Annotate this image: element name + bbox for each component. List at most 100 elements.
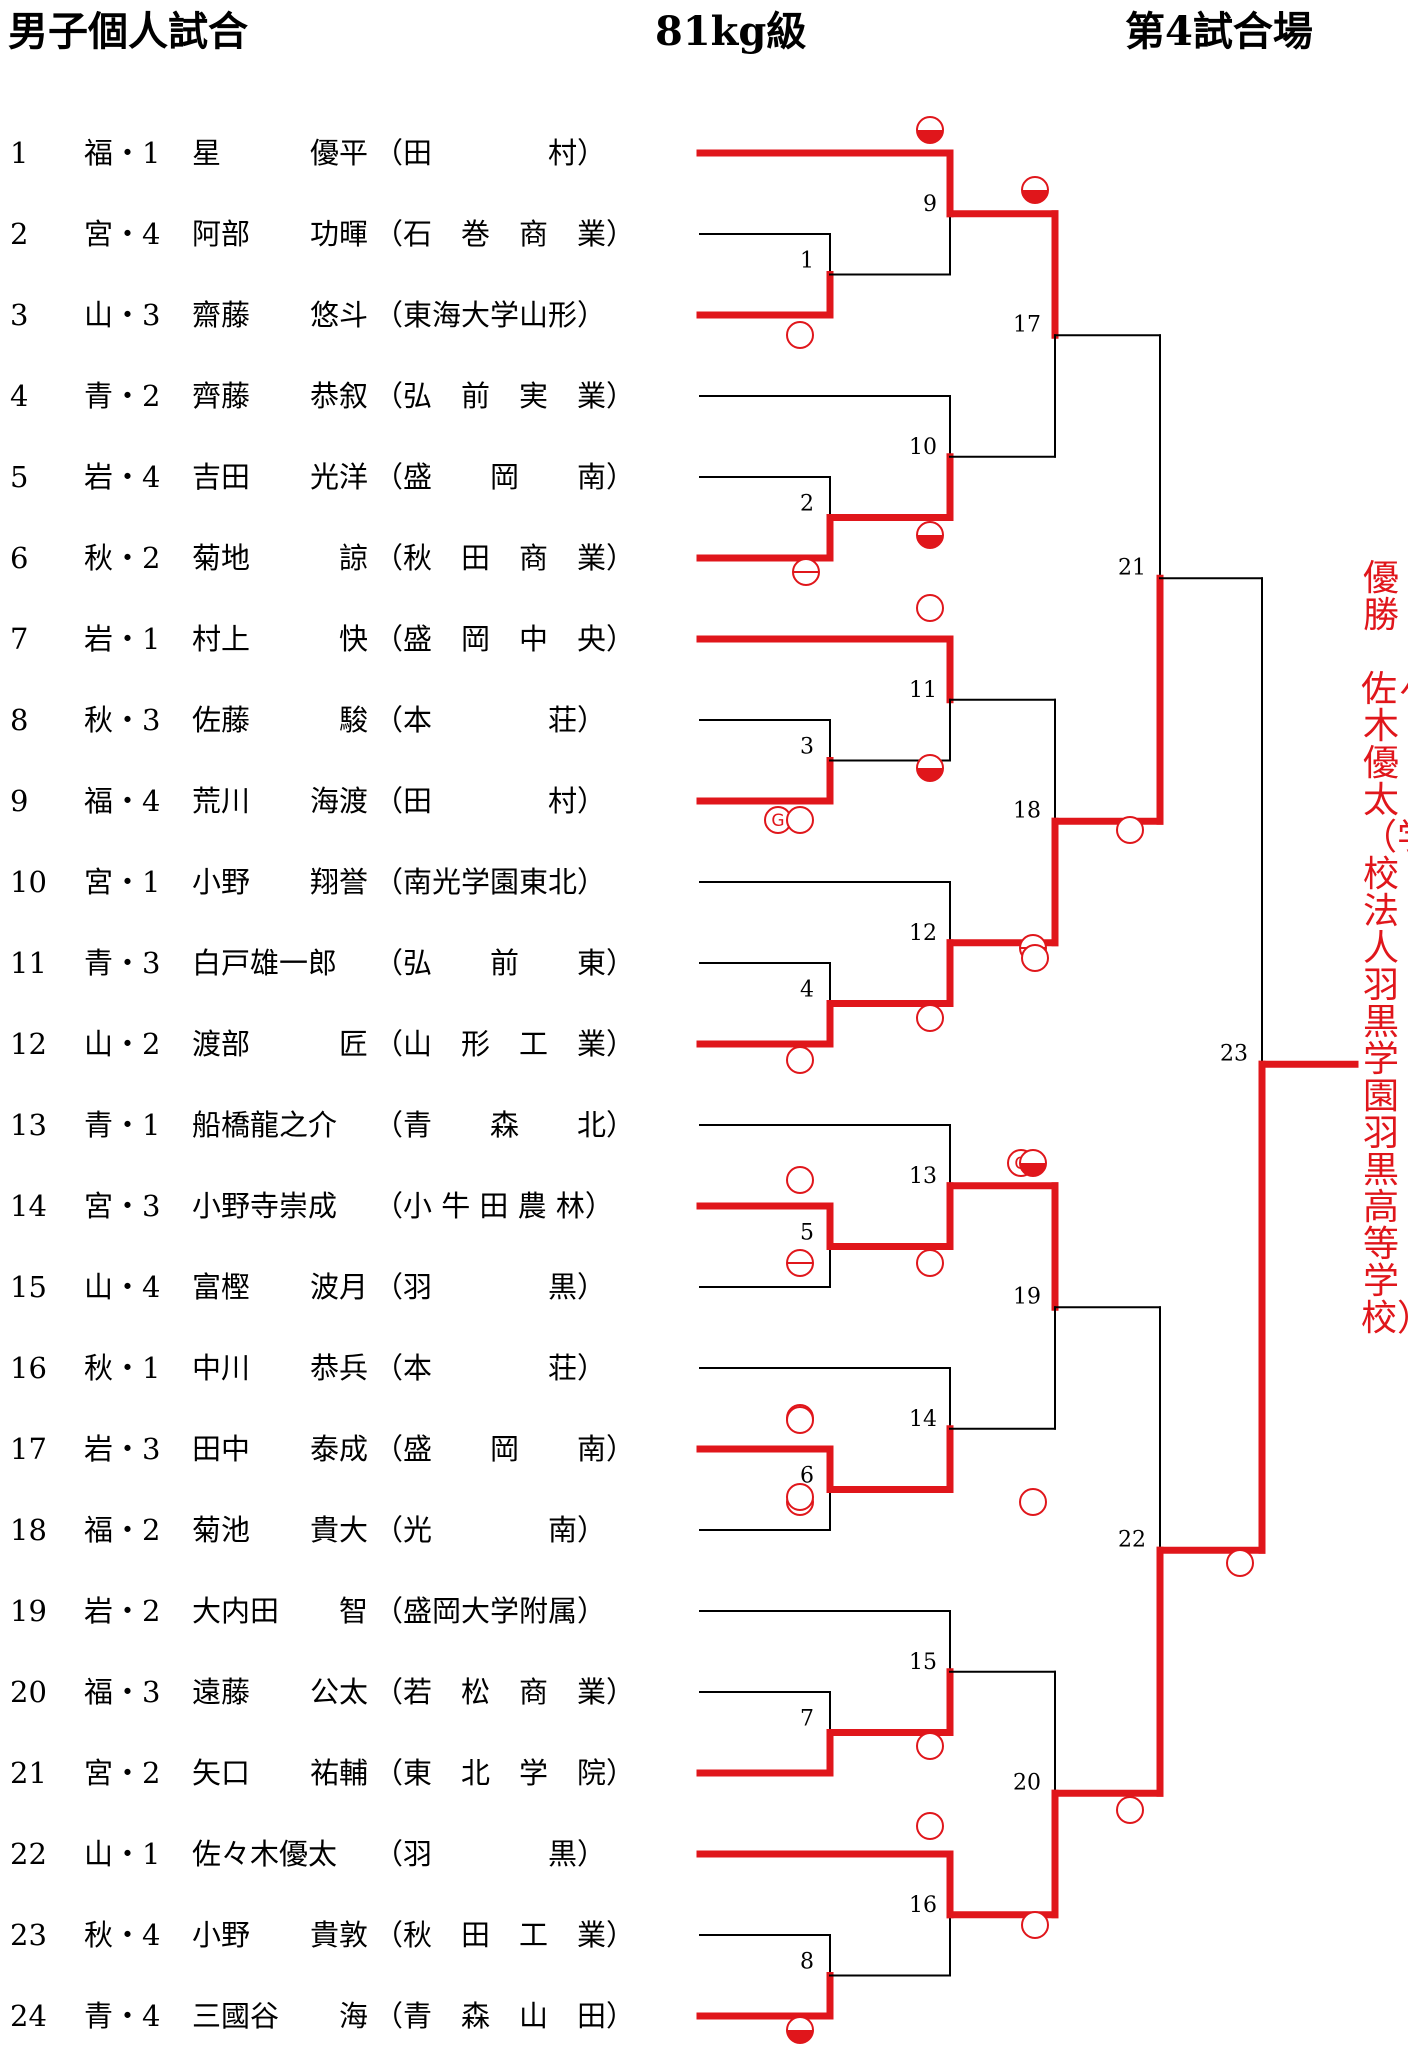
competitor-prefecture: 青・2 bbox=[84, 379, 161, 413]
competitor-seed: 15 bbox=[10, 1270, 47, 1304]
competitor-school: （小 牛 田 農 林） bbox=[374, 1189, 614, 1223]
competitor-family-name: 小野 bbox=[192, 865, 251, 899]
competitor-seed: 21 bbox=[10, 1756, 47, 1790]
competitor-seed: 16 bbox=[10, 1351, 47, 1385]
competitor-family-name: 小野寺崇成 bbox=[192, 1189, 338, 1223]
competitor-name: 三國谷海 bbox=[192, 1997, 368, 2035]
competitor-school: （青 森 山 田） bbox=[374, 1999, 636, 2033]
competitor-prefecture: 秋・2 bbox=[84, 541, 161, 575]
competitor-name: 白戸雄一郎 bbox=[192, 944, 368, 982]
competitor-prefecture: 岩・3 bbox=[84, 1432, 161, 1466]
competitor-school: （羽 黒） bbox=[374, 1837, 607, 1871]
competitor-family-name: 星 bbox=[192, 136, 222, 170]
competitor-name: 矢口祐輔 bbox=[192, 1754, 368, 1792]
competitor-given-name: 悠斗 bbox=[309, 298, 368, 332]
ippon-mark bbox=[786, 321, 814, 349]
competitor-prefecture: 宮・4 bbox=[84, 217, 161, 251]
competitor-seed: 12 bbox=[10, 1027, 47, 1061]
ippon-mark bbox=[786, 1166, 814, 1194]
competitor-family-name: 小野 bbox=[192, 1918, 251, 1952]
match-number: 15 bbox=[909, 1650, 937, 1675]
match-number: 9 bbox=[923, 192, 937, 217]
competitor-school: （若 松 商 業） bbox=[374, 1675, 636, 1709]
competitor-school: （盛 岡 南） bbox=[374, 1432, 636, 1466]
competitor-family-name: 菊地 bbox=[192, 541, 251, 575]
competitor-school: （盛 岡 南） bbox=[374, 460, 636, 494]
competitor-name: 田中泰成 bbox=[192, 1430, 368, 1468]
ippon-mark bbox=[786, 1483, 814, 1511]
competitor-seed: 8 bbox=[10, 703, 29, 737]
decision-mark bbox=[786, 1249, 814, 1277]
competitor-given-name: 公太 bbox=[309, 1675, 368, 1709]
competitor-prefecture: 秋・4 bbox=[84, 1918, 161, 1952]
match-number: 7 bbox=[800, 1707, 814, 1732]
competitor-seed: 13 bbox=[10, 1108, 47, 1142]
ippon-mark bbox=[1116, 1796, 1144, 1824]
match-number: 13 bbox=[909, 1164, 937, 1189]
competitor-school: （本 荘） bbox=[374, 1351, 607, 1385]
competitor-given-name: 功暉 bbox=[309, 217, 368, 251]
competitor-family-name: 村上 bbox=[192, 622, 251, 656]
competitor-name: 佐藤 駿 bbox=[192, 701, 368, 739]
competitor-prefecture: 岩・2 bbox=[84, 1594, 161, 1628]
champion-label: 優勝 bbox=[1362, 558, 1399, 636]
ippon-mark bbox=[916, 1732, 944, 1760]
competitor-family-name: 吉田 bbox=[192, 460, 251, 494]
ippon-mark bbox=[916, 1812, 944, 1840]
competitor-school: （弘 前 実 業） bbox=[374, 379, 636, 413]
competitor-given-name: 駿 bbox=[338, 703, 368, 737]
competitor-family-name: 佐々木優太 bbox=[192, 1837, 338, 1871]
competitor-name: 阿部功暉 bbox=[192, 215, 368, 253]
competitor-family-name: 船橋龍之介 bbox=[192, 1108, 338, 1142]
match-number: 16 bbox=[909, 1893, 937, 1918]
competitor-family-name: 中川 bbox=[192, 1351, 251, 1385]
competitor-seed: 20 bbox=[10, 1675, 47, 1709]
competitor-family-name: 富樫 bbox=[192, 1270, 251, 1304]
match-number: 6 bbox=[800, 1464, 814, 1489]
competitor-family-name: 佐藤 bbox=[192, 703, 251, 737]
competitor-name: 富樫波月 bbox=[192, 1268, 368, 1306]
competitor-given-name: 翔誉 bbox=[309, 865, 368, 899]
competitor-prefecture: 青・4 bbox=[84, 1999, 161, 2033]
competitor-given-name: 貴敦 bbox=[309, 1918, 368, 1952]
decision-mark bbox=[792, 558, 820, 586]
competitor-name: 小野寺崇成 bbox=[192, 1187, 368, 1225]
ippon-mark bbox=[786, 1046, 814, 1074]
competitor-school: （石 巻 商 業） bbox=[374, 217, 636, 251]
match-number: 18 bbox=[1013, 798, 1041, 823]
competitor-row: 16 秋・1 中川 恭兵（本 荘） bbox=[0, 1343, 680, 1393]
competitor-name: 小野 翔誉 bbox=[192, 863, 368, 901]
competitor-seed: 17 bbox=[10, 1432, 47, 1466]
match-number: 11 bbox=[909, 678, 937, 703]
competitor-given-name: 泰成 bbox=[309, 1432, 368, 1466]
match-number: 17 bbox=[1013, 312, 1041, 337]
competitor-name: 荒川海渡 bbox=[192, 782, 368, 820]
ippon-mark bbox=[1021, 944, 1049, 972]
ippon-mark bbox=[916, 594, 944, 622]
competitor-seed: 1 bbox=[10, 136, 29, 170]
match-number: 4 bbox=[800, 978, 814, 1003]
competitor-seed: 9 bbox=[10, 784, 29, 818]
competitor-row: 17 岩・3 田中泰成（盛 岡 南） bbox=[0, 1424, 680, 1474]
competitor-prefecture: 青・1 bbox=[84, 1108, 161, 1142]
competitor-prefecture: 福・2 bbox=[84, 1513, 161, 1547]
competitor-seed: 11 bbox=[10, 946, 47, 980]
competitor-seed: 5 bbox=[10, 460, 29, 494]
competitor-prefecture: 秋・1 bbox=[84, 1351, 161, 1385]
competitor-seed: 18 bbox=[10, 1513, 47, 1547]
ippon-mark bbox=[1226, 1549, 1254, 1577]
competitor-school: （弘 前 東） bbox=[374, 946, 636, 980]
competitor-given-name: 恭兵 bbox=[309, 1351, 368, 1385]
competitor-given-name: 貴大 bbox=[309, 1513, 368, 1547]
competitor-school: （田 村） bbox=[374, 136, 607, 170]
golden-score-mark: G bbox=[764, 806, 792, 834]
competitor-name: 渡部匠 bbox=[192, 1025, 368, 1063]
competitor-name: 齋藤悠斗 bbox=[192, 296, 368, 334]
